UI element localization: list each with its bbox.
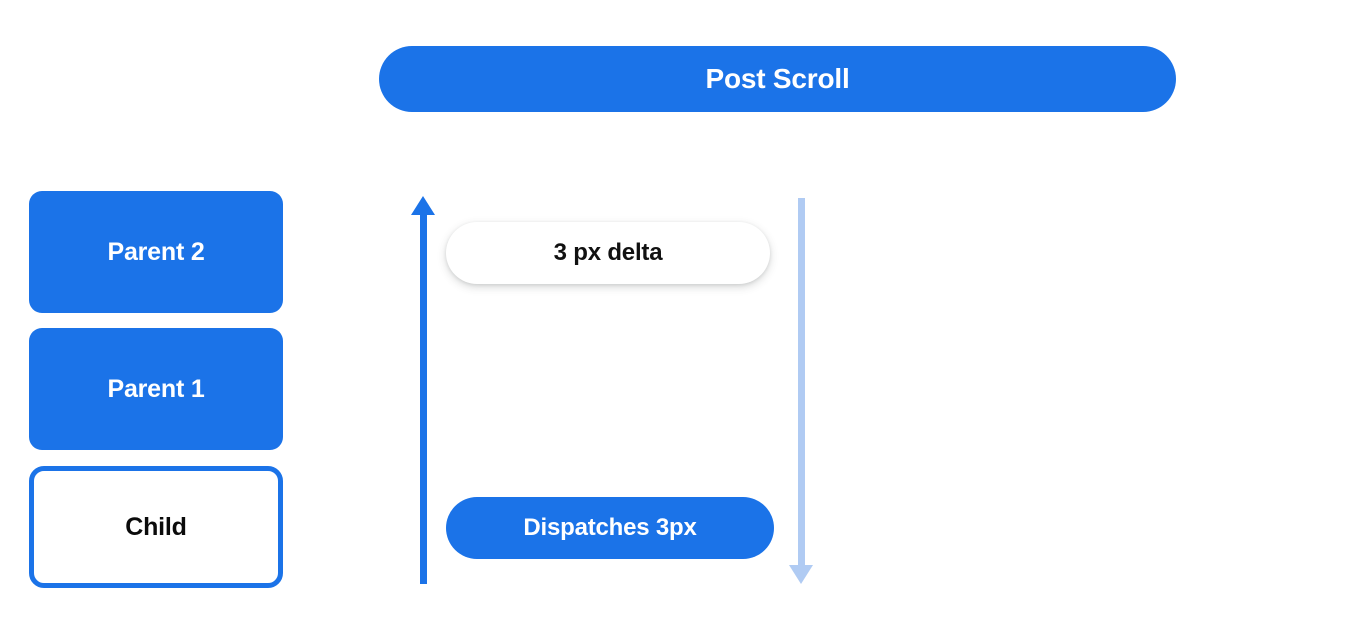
callout-delta-label: 3 px delta <box>553 239 663 266</box>
callout-dispatches-label: Dispatches 3px <box>523 514 697 541</box>
post-scroll-header-label: Post Scroll <box>705 63 850 94</box>
arrow-up-shaft <box>420 213 427 584</box>
node-parent-1-label: Parent 1 <box>107 374 205 403</box>
callout-delta: 3 px delta <box>446 222 770 284</box>
arrow-up-head <box>411 196 435 215</box>
callout-dispatches: Dispatches 3px <box>446 497 774 559</box>
post-scroll-header-pill: Post Scroll <box>379 46 1176 112</box>
arrow-up-icon <box>408 196 438 584</box>
node-child-label: Child <box>125 512 187 541</box>
arrow-down-shaft <box>798 198 805 567</box>
node-parent-1: Parent 1 <box>29 328 283 450</box>
arrow-down-icon <box>786 198 816 584</box>
node-parent-2-label: Parent 2 <box>107 237 205 266</box>
arrow-down-head <box>789 565 813 584</box>
node-parent-2: Parent 2 <box>29 191 283 313</box>
node-child: Child <box>29 466 283 588</box>
